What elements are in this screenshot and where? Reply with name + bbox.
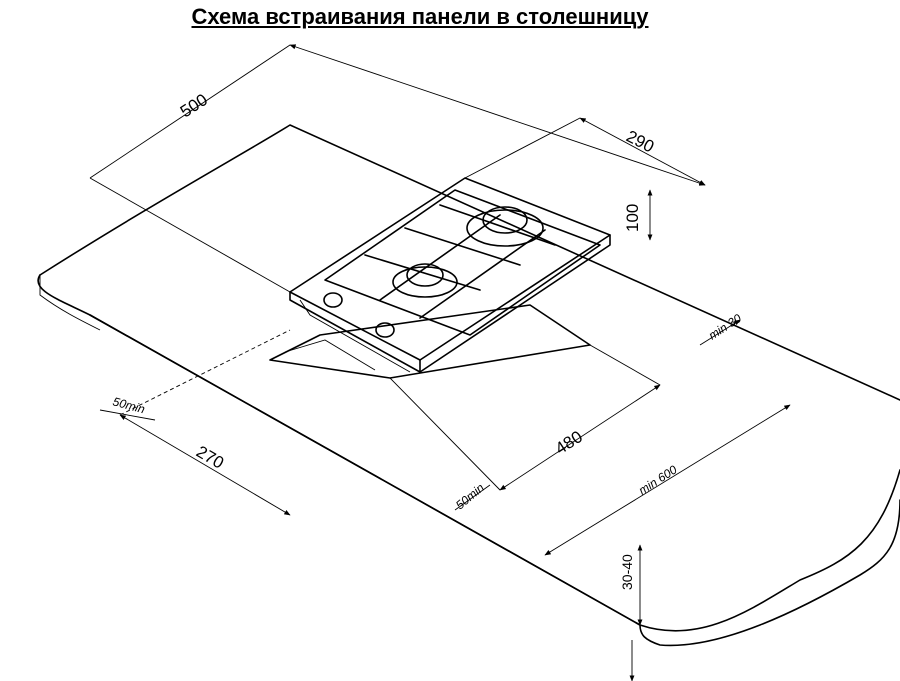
dim-480: 480 bbox=[552, 427, 586, 458]
cutout bbox=[269, 304, 591, 379]
burner-front-icon bbox=[392, 266, 458, 298]
dim-worktop-thickness: 30-40 bbox=[619, 554, 635, 590]
dim-270: 270 bbox=[193, 442, 227, 473]
diagram-title: Схема встраивания панели в столешницу bbox=[191, 4, 649, 29]
worktop bbox=[37, 124, 900, 647]
dim-100: 100 bbox=[623, 204, 642, 232]
dim-side-margin: 50min bbox=[453, 480, 487, 512]
knob-right-icon bbox=[375, 322, 395, 338]
knob-left-icon bbox=[323, 292, 343, 308]
dim-cabinet-width: min 600 bbox=[636, 462, 680, 497]
dim-290: 290 bbox=[623, 127, 657, 157]
gas-hob bbox=[289, 177, 611, 373]
dimension-lines bbox=[89, 44, 791, 681]
burner-rear-icon bbox=[466, 209, 544, 247]
